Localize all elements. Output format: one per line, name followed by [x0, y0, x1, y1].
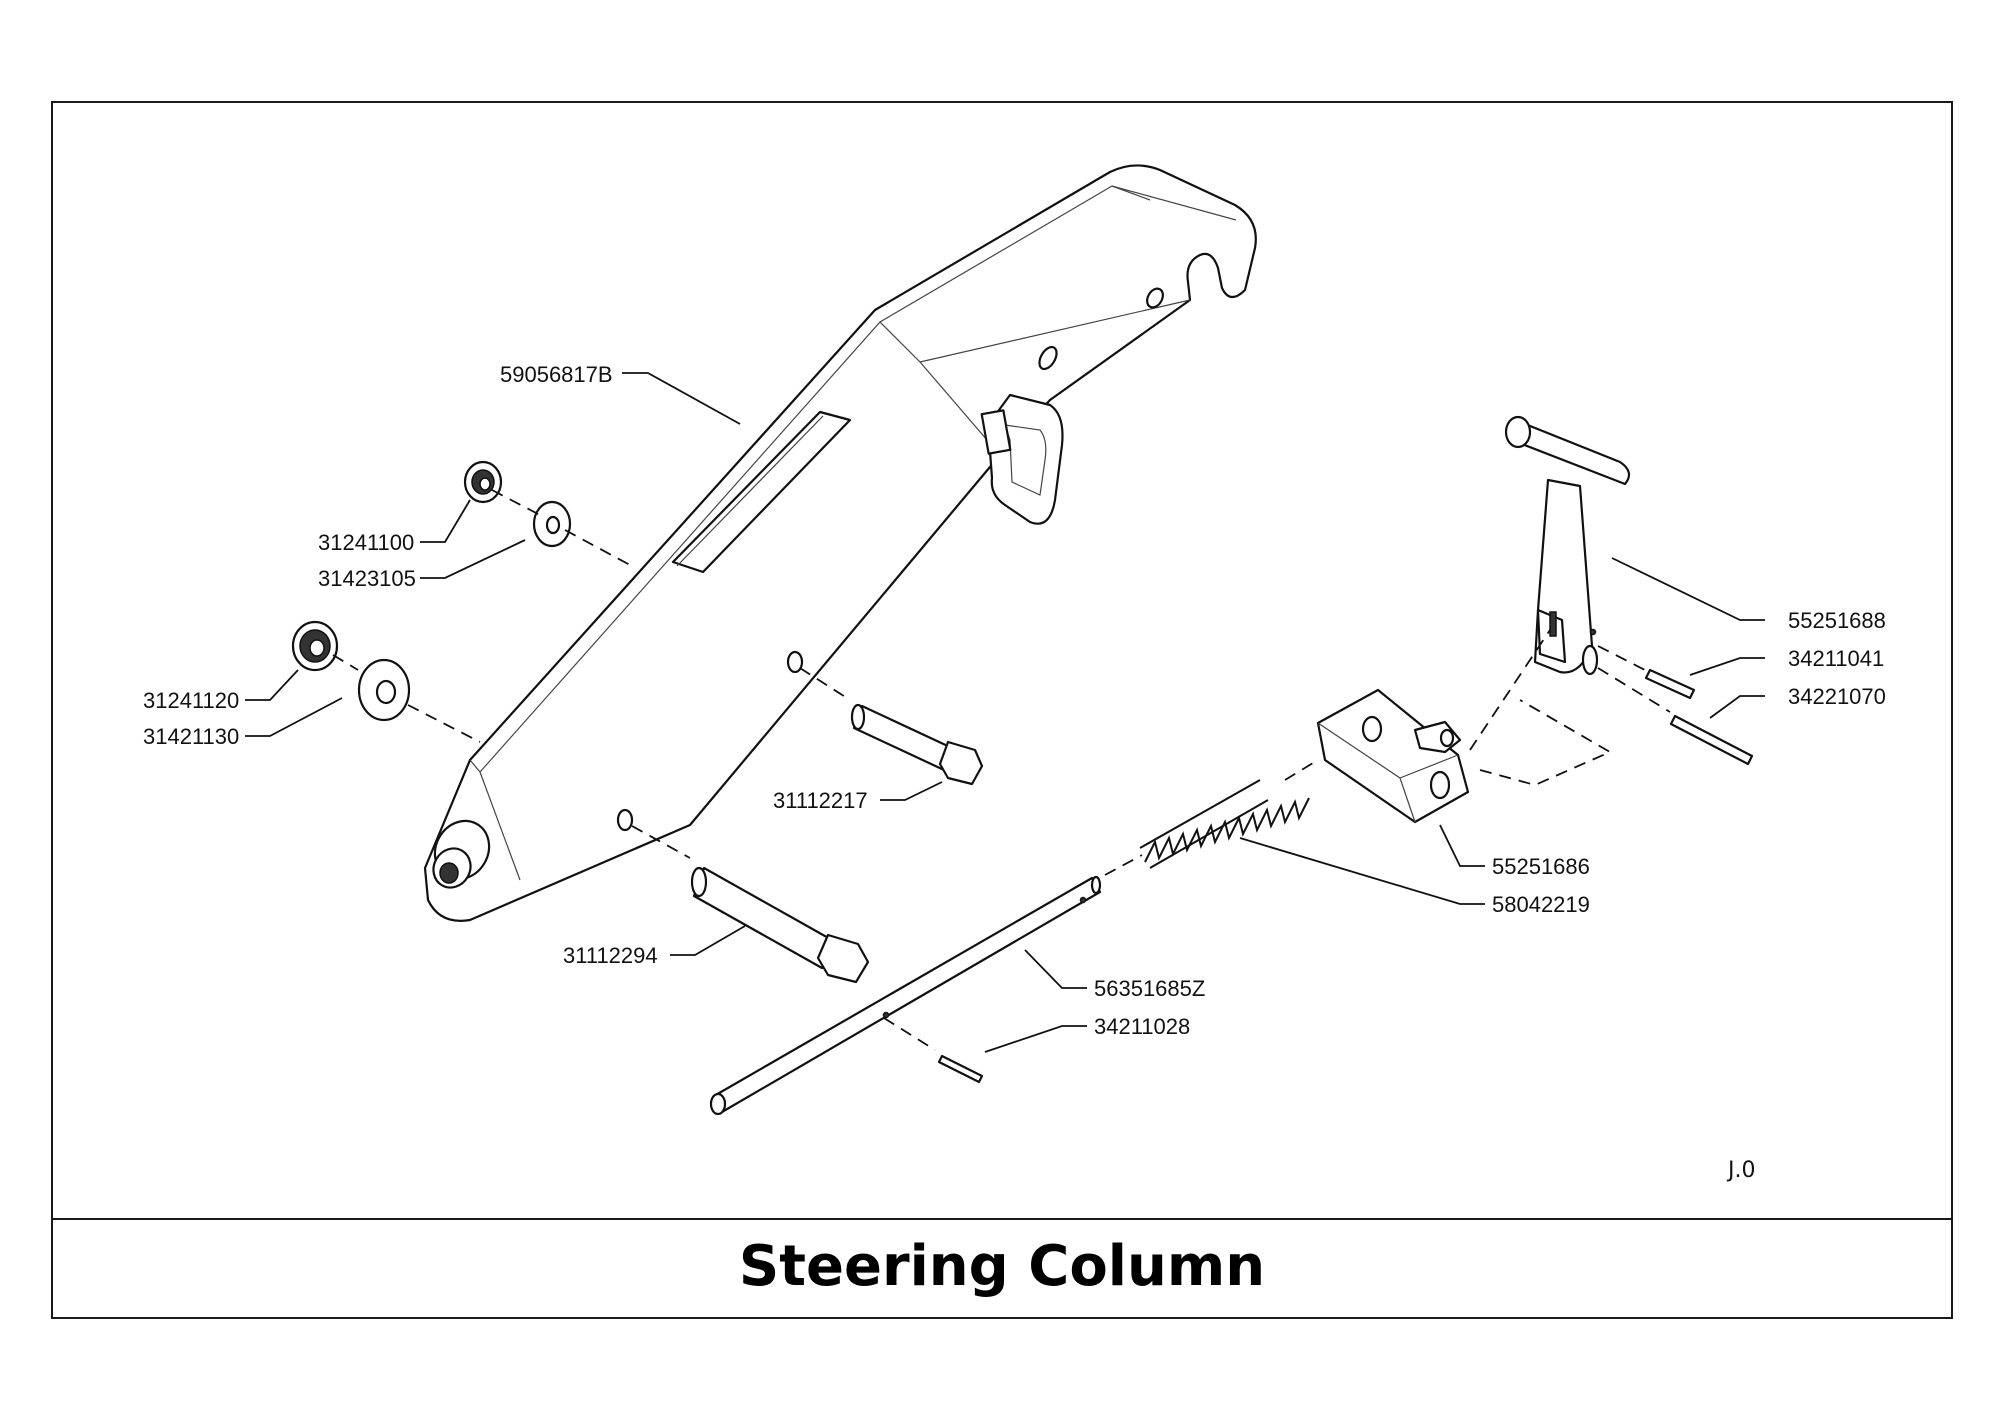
label-pin-long: 34221070: [1788, 684, 1886, 709]
leader-lines: [245, 372, 1765, 1053]
page-title: Steering Column: [738, 1234, 1266, 1299]
label-t-handle: 55251688: [1788, 608, 1886, 633]
assembly-lines: [332, 489, 1671, 1051]
label-handle-body: 59056817B: [500, 362, 613, 387]
rod-pin: [937, 1054, 984, 1084]
rod: [709, 875, 1102, 1116]
handle-body: [423, 164, 1257, 922]
lock-block: [1316, 688, 1470, 824]
spring: [1139, 779, 1310, 869]
label-rod: 56351685Z: [1094, 976, 1205, 1001]
label-spring: 58042219: [1492, 892, 1590, 917]
label-nut-large: 31241120: [143, 688, 239, 713]
d-loop-handle: [980, 393, 1064, 525]
nut-small: [463, 460, 503, 504]
label-nut-small: 31241100: [318, 530, 414, 555]
pin-long: [1669, 714, 1754, 766]
label-lock-block: 55251686: [1492, 854, 1590, 879]
label-pin-short: 34211041: [1788, 646, 1884, 671]
label-washer-large: 31421130: [143, 724, 239, 749]
nut-large: [291, 620, 339, 672]
pin-short: [1644, 668, 1696, 700]
washer-small: [532, 500, 572, 548]
label-bolt-upper: 31112217: [773, 788, 868, 813]
bolt-lower: [690, 866, 870, 984]
t-handle: [1504, 415, 1631, 676]
drawing-frame: [51, 101, 1953, 1319]
label-bolt-lower: 31112294: [563, 943, 658, 968]
sheet-reference: J.0: [1728, 1158, 1756, 1183]
part-labels: 59056817B 31241100 31423105 31241120 314…: [143, 362, 1886, 1039]
bolt-upper: [850, 703, 984, 786]
washer-large: [357, 658, 411, 722]
label-washer-small: 31423105: [318, 566, 416, 591]
title-bar: [51, 1218, 1953, 1319]
label-rod-pin: 34211028: [1094, 1014, 1190, 1039]
